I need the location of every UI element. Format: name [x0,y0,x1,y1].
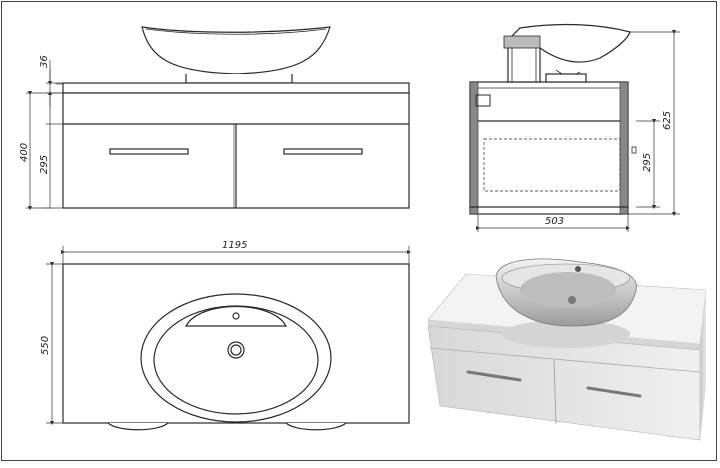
plan-foot-left [107,422,169,431]
front-view [56,26,410,209]
dim-plan-depth: 550 [40,336,51,355]
dim-total-height-side: 625 [662,111,673,130]
side-cabinet [469,81,629,215]
dim-drawer-height-side: 295 [642,153,653,172]
dim-total-height-front: 400 [19,143,30,162]
plan-dimensions [46,246,412,426]
front-handle-left [109,148,189,155]
dim-depth: 503 [545,216,564,227]
render-3d [427,258,707,441]
drawing-frame [1,1,717,461]
dim-top-thickness: 36 [39,55,50,68]
render-handle-left [466,370,522,382]
render-handle-right [586,386,642,398]
side-drawer-inner [483,138,621,192]
side-view [469,23,637,215]
plan-foot-right [285,422,347,431]
dim-width: 1195 [222,240,247,251]
render-side [700,290,706,440]
plan-view [62,263,410,431]
plan-drain [227,341,245,359]
dim-drawer-height-front: 295 [39,155,50,174]
plan-tap-hole [232,312,240,320]
side-dimensions [475,29,680,232]
front-handle-right [283,148,363,155]
front-dimensions [26,60,63,211]
front-basin [141,26,331,75]
